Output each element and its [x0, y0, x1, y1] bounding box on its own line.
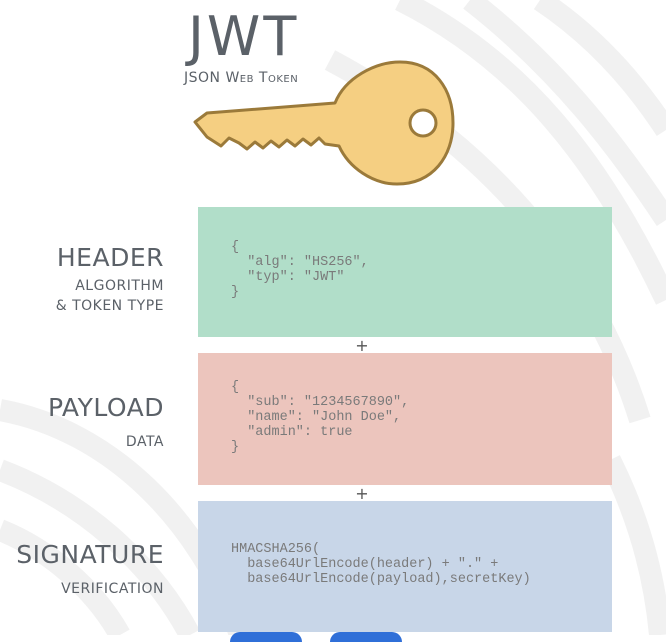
plus-separator-2: +	[355, 484, 369, 503]
logo-title: JWT	[188, 5, 300, 68]
signature-box: HMACSHA256( base64UrlEncode(header) + ".…	[198, 501, 612, 632]
bottom-button-2[interactable]	[330, 632, 402, 642]
key-shape	[193, 60, 455, 186]
key-hole	[408, 108, 438, 138]
payload-code: { "sub": "1234567890", "name": "John Doe…	[231, 380, 410, 455]
key-icon	[193, 60, 455, 186]
header-box: { "alg": "HS256", "typ": "JWT" }	[198, 207, 612, 337]
header-heading: HEADER	[56, 243, 164, 272]
header-code: { "alg": "HS256", "typ": "JWT" }	[231, 240, 369, 300]
header-subtitle-line2: & TOKEN TYPE	[55, 298, 164, 314]
header-subtitle-line1: ALGORITHM	[75, 278, 164, 294]
plus-separator-1: +	[355, 336, 369, 355]
signature-heading: SIGNATURE	[16, 540, 164, 569]
payload-subtitle: DATA	[125, 434, 164, 450]
signature-subtitle: VERIFICATION	[61, 581, 164, 597]
logo-subtitle: JSON Web Token	[184, 70, 299, 86]
payload-heading: PAYLOAD	[47, 393, 164, 422]
payload-box: { "sub": "1234567890", "name": "John Doe…	[198, 353, 612, 485]
bottom-button-1[interactable]	[230, 632, 302, 642]
signature-code: HMACSHA256( base64UrlEncode(header) + ".…	[231, 542, 531, 587]
